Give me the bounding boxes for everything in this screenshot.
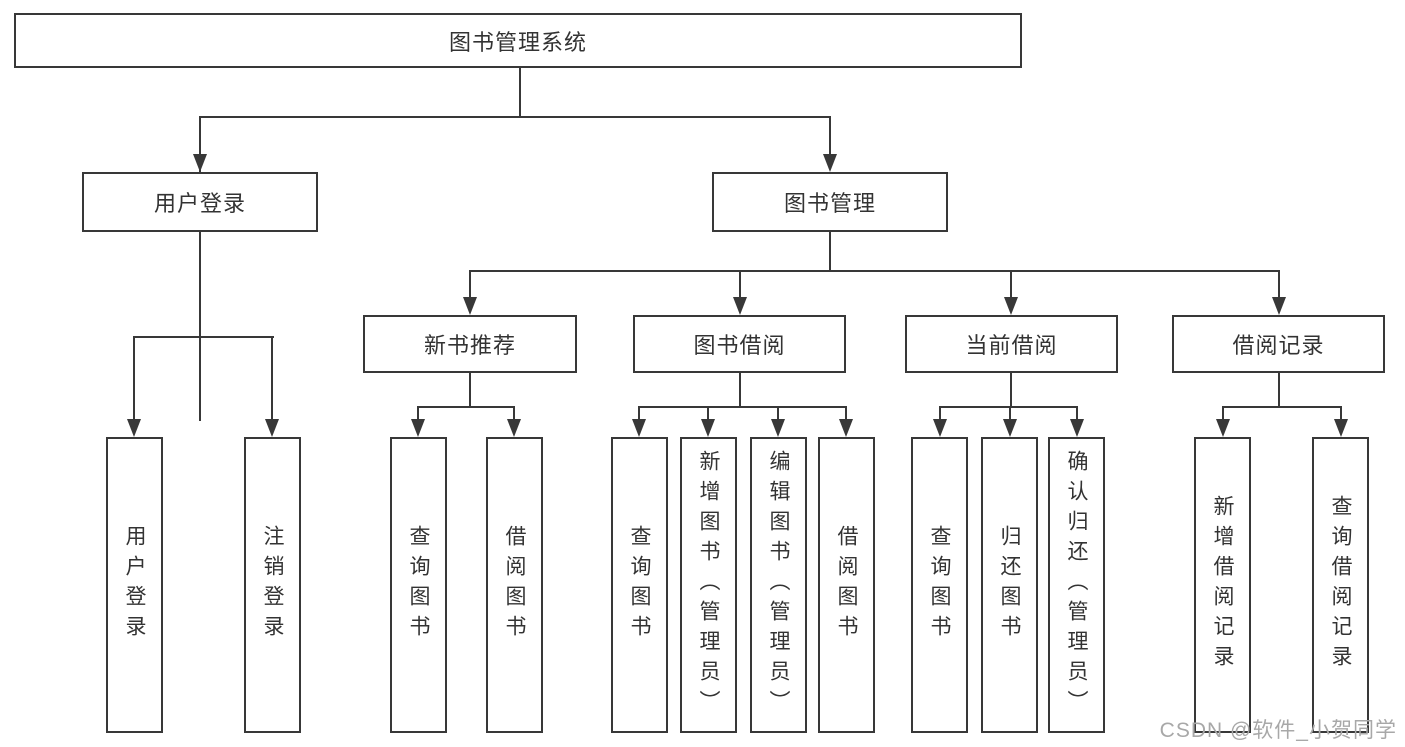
node-user-login: 用户登录 <box>82 172 318 232</box>
leaf-borrow-query-books: 查询图书 <box>611 437 668 733</box>
leaf-borrow-borrow-books: 借阅图书 <box>818 437 875 733</box>
leaf-logout: 注销登录 <box>244 437 301 733</box>
leaf-query-borrow-record: 查询借阅记录 <box>1312 437 1369 733</box>
leaf-add-book-admin: 新增图书（管理员） <box>680 437 737 733</box>
leaf-recommend-borrow-books: 借阅图书 <box>486 437 543 733</box>
leaf-user-login: 用户登录 <box>106 437 163 733</box>
leaf-confirm-return-admin: 确认归还（管理员） <box>1048 437 1105 733</box>
leaf-current-query-books: 查询图书 <box>911 437 968 733</box>
node-new-book-recommend: 新书推荐 <box>363 315 577 373</box>
leaf-return-book: 归还图书 <box>981 437 1038 733</box>
node-borrow-records: 借阅记录 <box>1172 315 1385 373</box>
node-current-borrow: 当前借阅 <box>905 315 1118 373</box>
node-root-system: 图书管理系统 <box>14 13 1022 68</box>
leaf-add-borrow-record: 新增借阅记录 <box>1194 437 1251 733</box>
leaf-edit-book-admin: 编辑图书（管理员） <box>750 437 807 733</box>
node-book-management: 图书管理 <box>712 172 948 232</box>
node-book-borrow: 图书借阅 <box>633 315 846 373</box>
csdn-watermark: CSDN @软件_小贺同学 <box>1159 719 1397 742</box>
leaf-recommend-query-books: 查询图书 <box>390 437 447 733</box>
